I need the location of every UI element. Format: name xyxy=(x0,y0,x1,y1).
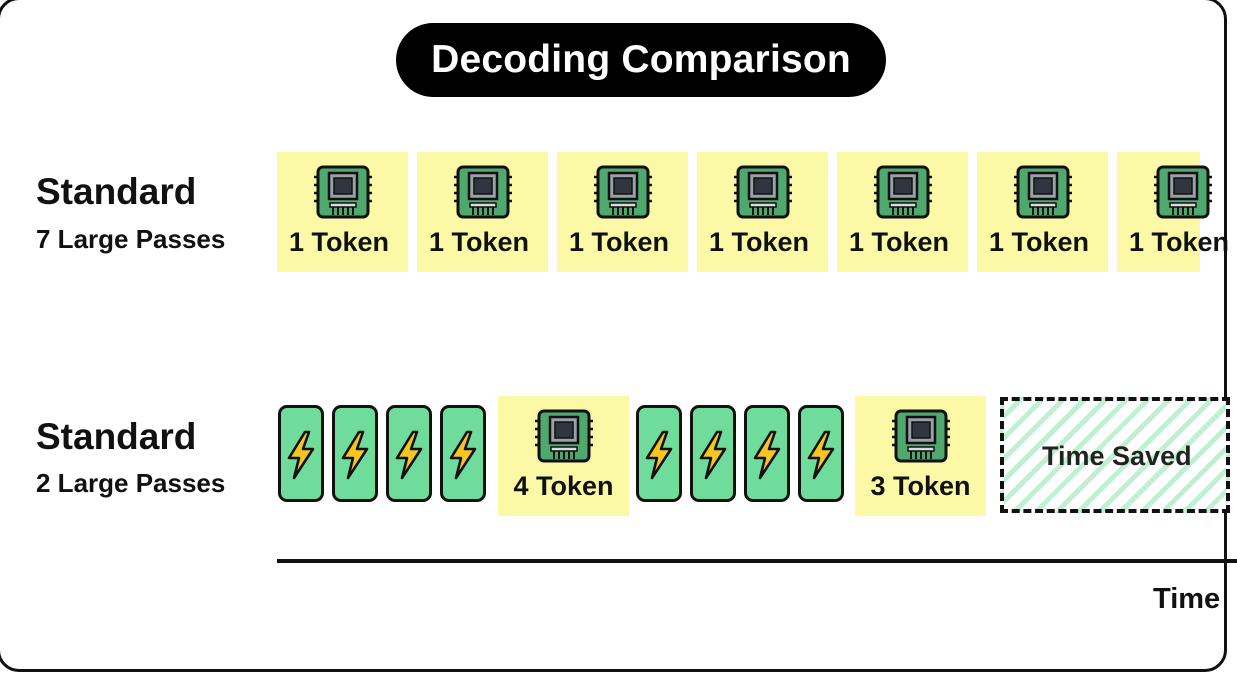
draft-pass xyxy=(332,405,378,502)
row-subtitle-passes: 2 Large Passes xyxy=(36,468,226,498)
lightning-icon xyxy=(285,430,317,480)
token-pass-1: 1 Token xyxy=(277,152,408,272)
draft-pass xyxy=(636,405,682,502)
time-saved-label: Time Saved xyxy=(1042,441,1192,471)
lightning-icon xyxy=(643,430,675,480)
draft-pass xyxy=(278,405,324,502)
chip-icon xyxy=(594,163,652,221)
chip-icon xyxy=(874,163,932,221)
lightning-icon xyxy=(447,430,479,480)
draft-pass xyxy=(386,405,432,502)
draft-pass xyxy=(440,405,486,502)
chip-icon xyxy=(535,407,593,465)
verify-pass-2: 3 Token xyxy=(855,396,986,516)
chip-icon xyxy=(454,163,512,221)
lightning-icon xyxy=(393,430,425,480)
draft-pass xyxy=(798,405,844,502)
token-pass-4: 1 Token xyxy=(697,152,828,272)
row-title-standard: Standard xyxy=(36,416,197,457)
token-label: 1 Token xyxy=(569,227,670,257)
chip-icon xyxy=(1014,163,1072,221)
time-axis-label: Time xyxy=(1153,583,1221,615)
token-label: 1 Token xyxy=(849,227,950,257)
draft-pass xyxy=(744,405,790,502)
time-axis xyxy=(277,559,1237,563)
row-subtitle-passes: 7 Large Passes xyxy=(36,224,226,254)
chip-icon xyxy=(892,407,950,465)
diagram-title: Decoding Comparison xyxy=(396,23,886,97)
token-pass-5: 1 Token xyxy=(837,152,968,272)
verify-pass-1: 4 Token xyxy=(498,396,629,516)
row-title-standard: Standard xyxy=(36,171,197,212)
token-pass-2: 1 Token xyxy=(417,152,548,272)
token-pass-3: 1 Token xyxy=(557,152,688,272)
token-label: 3 Token xyxy=(870,471,971,501)
lightning-icon xyxy=(805,430,837,480)
lightning-icon xyxy=(339,430,371,480)
token-pass-6: 1 Token xyxy=(977,152,1108,272)
token-label: 4 Token xyxy=(513,471,614,501)
token-label: 1 Token xyxy=(1129,227,1230,257)
chip-icon xyxy=(734,163,792,221)
token-pass-7: 1 Token xyxy=(1117,152,1229,272)
time-saved-region: Time Saved xyxy=(1000,397,1230,513)
lightning-icon xyxy=(751,430,783,480)
token-label: 1 Token xyxy=(989,227,1090,257)
chip-icon xyxy=(314,163,372,221)
token-label: 1 Token xyxy=(289,227,390,257)
token-label: 1 Token xyxy=(709,227,810,257)
token-label: 1 Token xyxy=(429,227,530,257)
chip-icon xyxy=(1154,163,1212,221)
lightning-icon xyxy=(697,430,729,480)
draft-pass xyxy=(690,405,736,502)
